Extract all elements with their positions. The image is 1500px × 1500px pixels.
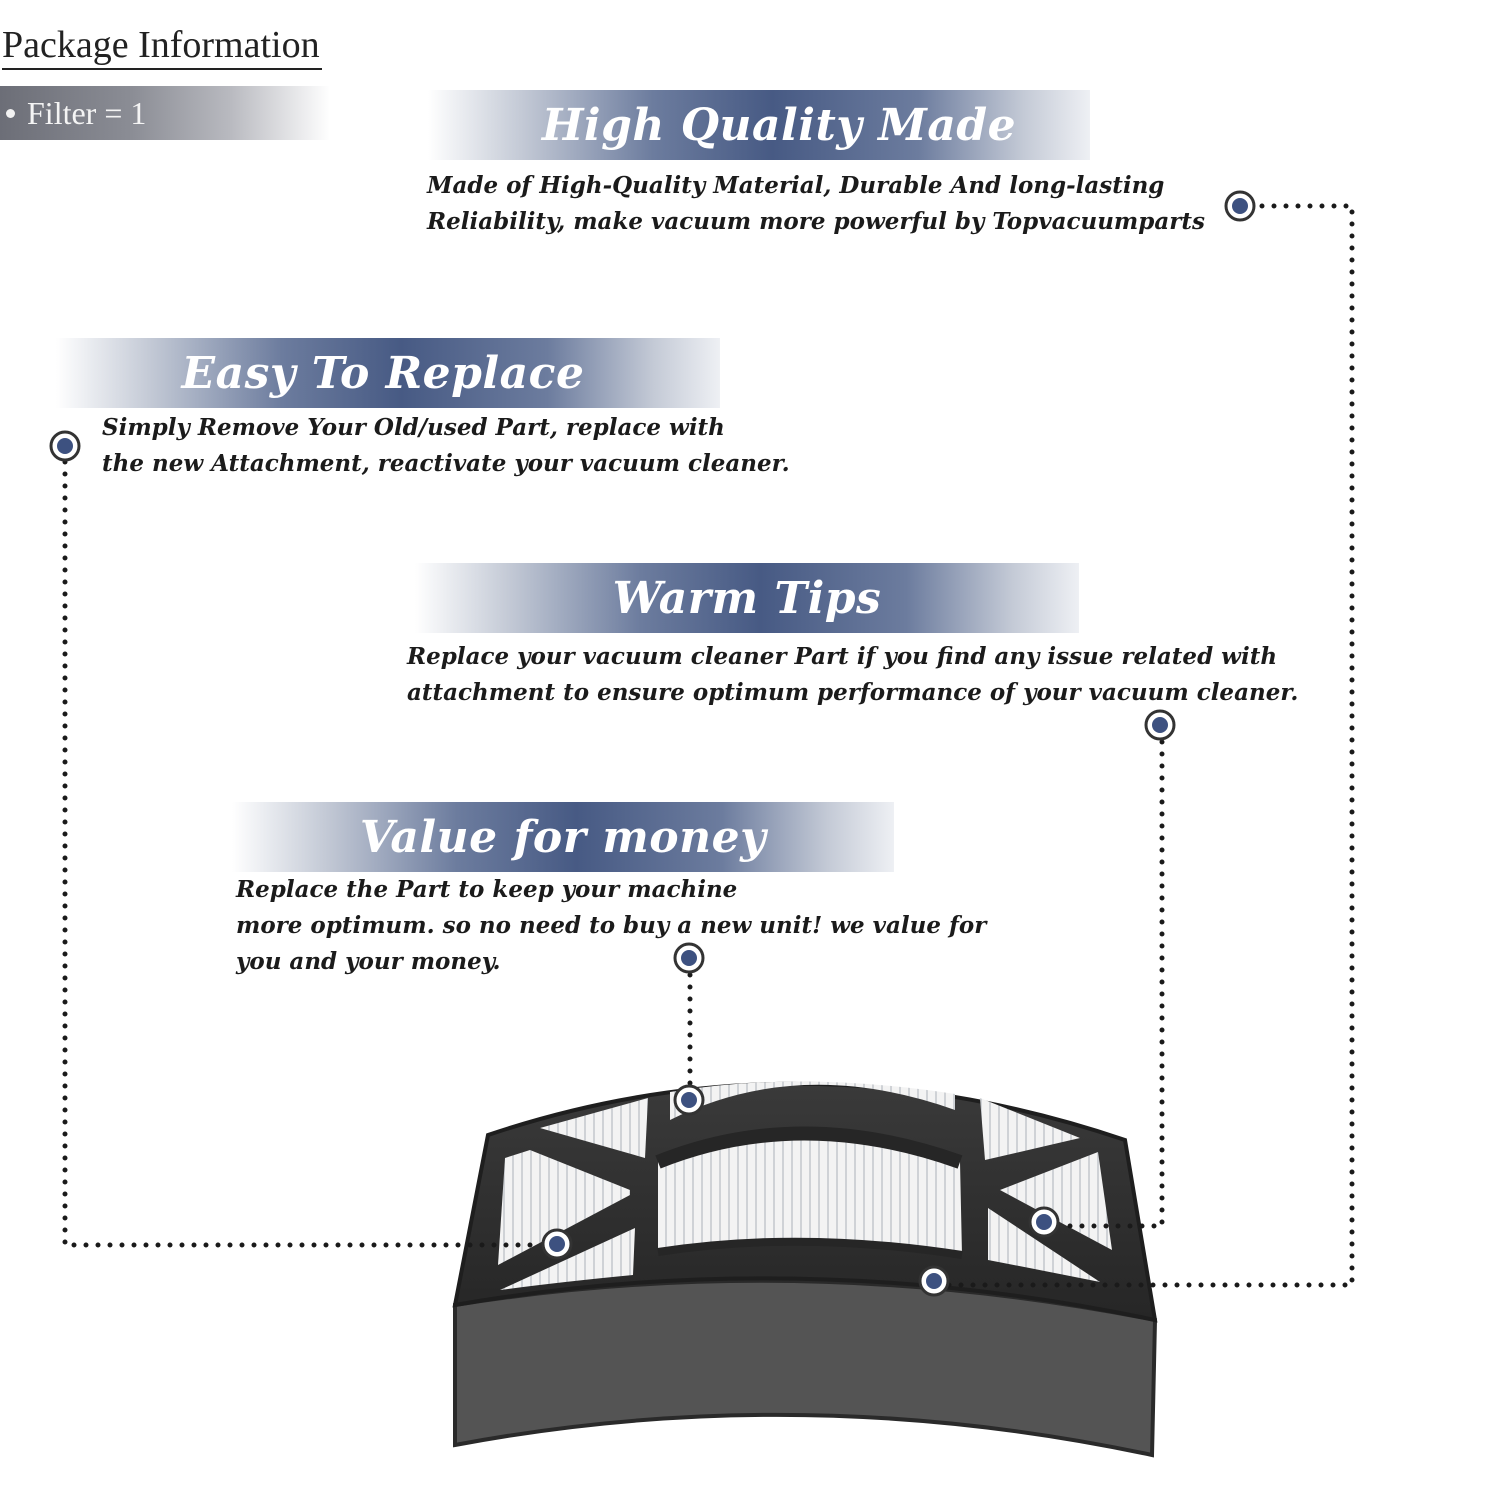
target-marker-icon	[918, 1265, 950, 1297]
feature-description-easy-replace: Simply Remove Your Old/used Part, replac…	[102, 410, 790, 482]
feature-band-high-quality: High Quality Made	[428, 90, 1090, 160]
connector-warm-tips	[1057, 739, 1165, 1229]
vacuum-filter-image	[452, 1081, 1158, 1458]
description-line: more optimum. so no need to buy a new un…	[236, 912, 987, 939]
feature-description-warm-tips: Replace your vacuum cleaner Part if you …	[407, 639, 1298, 711]
feature-description-high-quality: Made of High-Quality Material, Durable A…	[427, 168, 1205, 240]
feature-title: High Quality Made	[541, 99, 1017, 151]
package-contents-band: Filter = 1	[0, 86, 330, 140]
description-line: the new Attachment, reactivate your vacu…	[102, 450, 790, 477]
feature-description-value: Replace the Part to keep your machine mo…	[236, 872, 986, 980]
target-marker-icon	[673, 1084, 705, 1116]
target-marker-icon	[1028, 1206, 1060, 1238]
description-line: attachment to ensure optimum performance…	[407, 679, 1299, 706]
bullet-icon	[6, 108, 15, 118]
feature-title: Value for money	[359, 811, 767, 863]
connector-high-quality	[945, 203, 1355, 1288]
target-marker-icon	[1224, 190, 1256, 222]
connector-easy-replace	[62, 459, 543, 1248]
feature-title: Easy To Replace	[181, 347, 585, 399]
description-line: Made of High-Quality Material, Durable A…	[427, 172, 1165, 199]
feature-band-warm-tips: Warm Tips	[415, 563, 1079, 633]
feature-band-value: Value for money	[232, 802, 894, 872]
description-line: Reliability, make vacuum more powerful b…	[427, 208, 1205, 235]
description-line: Replace the Part to keep your machine	[236, 876, 738, 903]
description-line: Replace your vacuum cleaner Part if you …	[407, 643, 1278, 670]
package-information-title: Package Information	[2, 22, 322, 70]
description-line: you and your money.	[236, 948, 501, 975]
feature-band-easy-replace: Easy To Replace	[56, 338, 720, 408]
description-line: Simply Remove Your Old/used Part, replac…	[102, 414, 725, 441]
target-marker-icon	[541, 1228, 573, 1260]
target-marker-icon	[673, 942, 705, 974]
target-marker-icon	[49, 430, 81, 462]
package-item: Filter = 1	[27, 94, 147, 131]
target-marker-icon	[1144, 709, 1176, 741]
feature-title: Warm Tips	[612, 572, 882, 624]
